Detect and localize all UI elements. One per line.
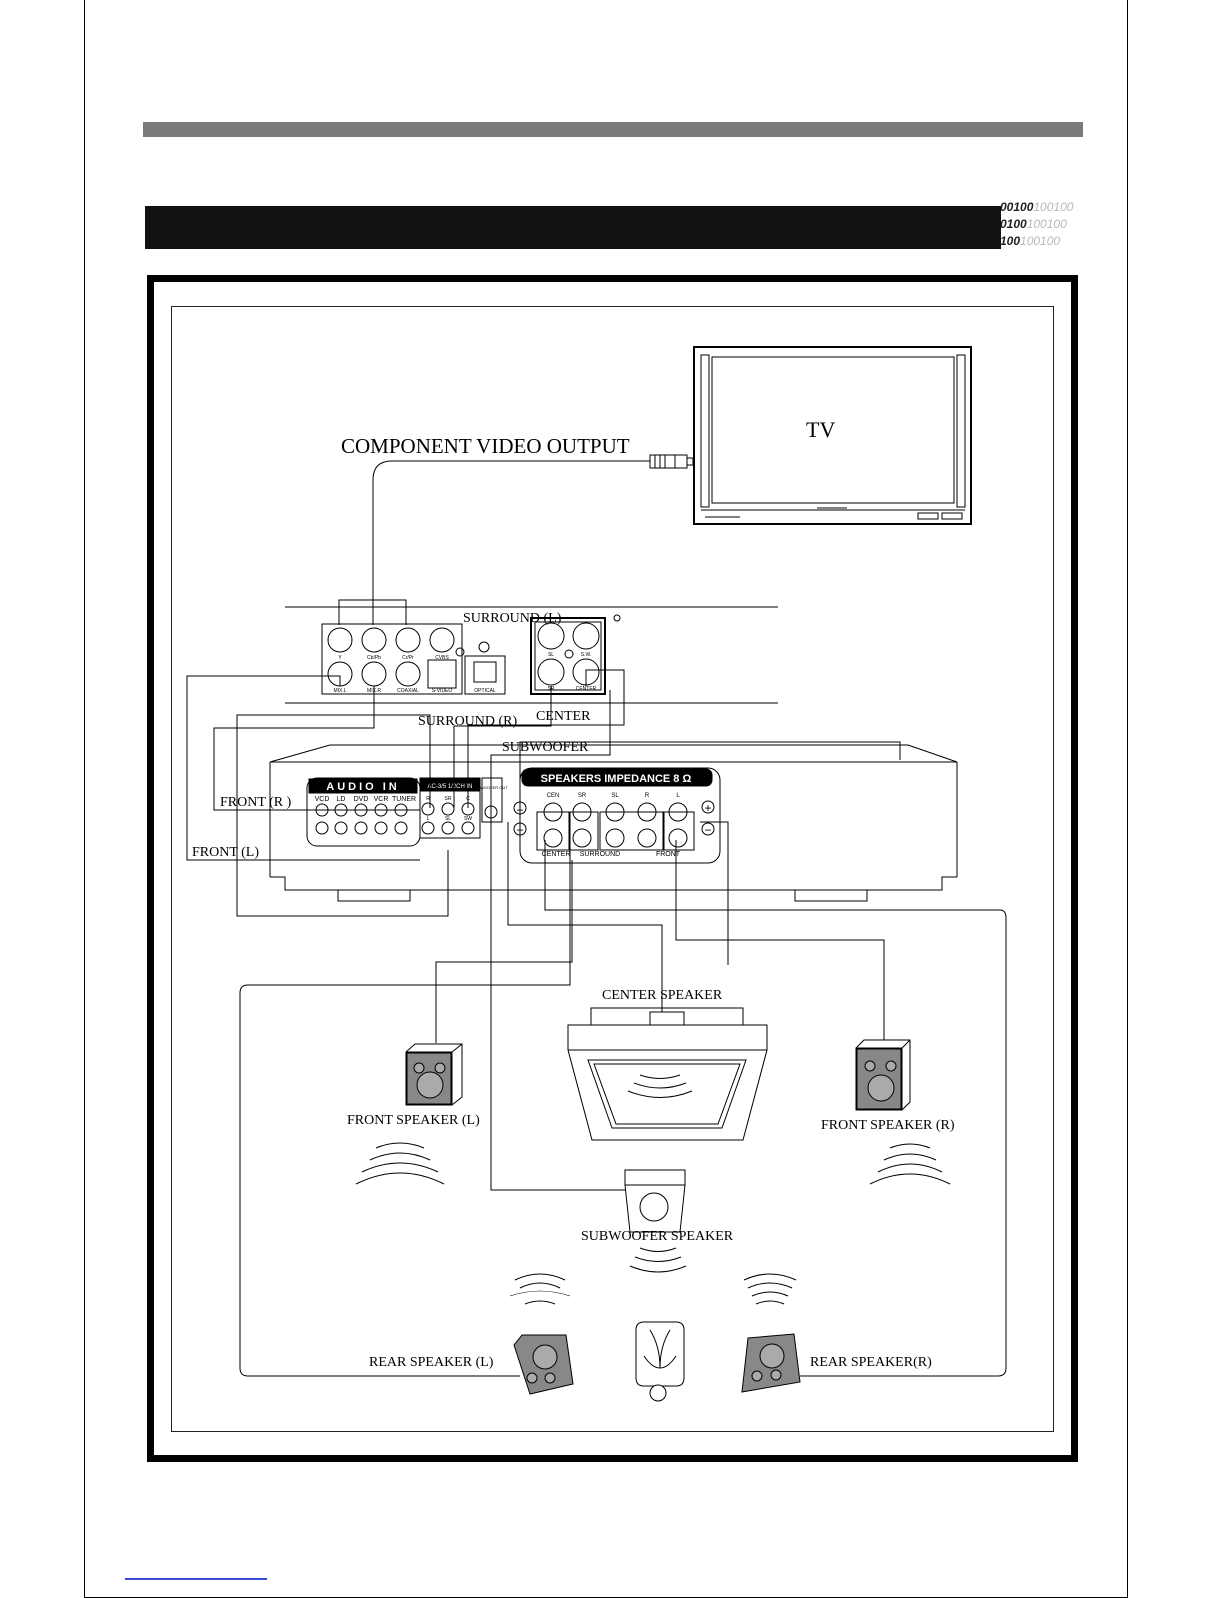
audio-in-panel: AUDIO IN VCD LD DVD VCR TUNER	[306, 777, 421, 847]
terminal-label: L	[676, 793, 680, 799]
ac3-label: SW	[464, 816, 472, 822]
terminal-group: SURROUND	[580, 851, 620, 858]
terminal-label: SL	[611, 793, 619, 799]
section-title-bar	[145, 206, 1001, 249]
terminal-label: CEN	[547, 793, 560, 799]
jack-label: SL	[548, 652, 554, 658]
bottom-link-underline	[125, 1578, 267, 1580]
speaker-terminals-panel: SPEAKERS IMPEDANCE 8 Ω + + − − CEN SR SL…	[513, 767, 721, 864]
audio-in-title: AUDIO IN	[326, 781, 400, 793]
ac3-label: R	[426, 796, 430, 802]
header-rule	[143, 122, 1083, 137]
subwoofer-label: SUBWOOFER	[502, 740, 589, 755]
audio-in-input: LD	[337, 796, 346, 803]
jack-label: Cb/Pb	[367, 655, 381, 661]
rear-speaker-l-label: REAR SPEAKER (L)	[369, 1355, 494, 1370]
terminal-group: FRONT	[656, 851, 681, 858]
center-label: CENTER	[536, 709, 591, 724]
ac3-label: L	[427, 816, 430, 822]
terminal-label: R	[645, 793, 650, 799]
front-r-label: FRONT (R )	[220, 795, 292, 810]
subwoofer-speaker-label: SUBWOOFER SPEAKER	[581, 1229, 734, 1244]
surround-l-label: SURROUND (L)	[463, 611, 562, 626]
center-speaker-label: CENTER SPEAKER	[602, 988, 723, 1003]
jack-label: CVBS	[435, 655, 449, 661]
plus-terminal-right: +	[704, 801, 711, 815]
cable-wires	[186, 669, 1007, 1377]
front-speaker-l-label: FRONT SPEAKER (L)	[347, 1113, 480, 1128]
binary-line: 0100100100	[1000, 217, 1067, 231]
binary-line: 00100100100	[1000, 200, 1074, 214]
jack-label: S-VIDEO	[432, 688, 453, 694]
player-rear-panel: Y Cb/Pb Cr/Pr CVBS MIX.L MIX.R COAXIAL S…	[285, 599, 778, 704]
rear-speaker-l-icon	[509, 1273, 574, 1395]
jack-label: Y	[338, 655, 342, 661]
ac3-input-panel: AC-3/5 1/2CH IN R SR C L SL SW S.WOOFER …	[419, 777, 508, 839]
front-speaker-r-label: FRONT SPEAKER (R)	[821, 1118, 955, 1133]
jack-label: CENTER	[576, 686, 597, 692]
diagram-frame	[147, 275, 1078, 1462]
audio-in-input: VCD	[315, 796, 330, 803]
minus-terminal-left: −	[516, 823, 523, 837]
jack-label: MIX.L	[333, 688, 346, 694]
receiver-body	[269, 744, 958, 902]
front-speaker-r-icon	[855, 1039, 951, 1185]
jack-label: Cr/Pr	[402, 655, 414, 661]
front-l-label: FRONT (L)	[192, 845, 260, 860]
binary-decoration: 00100100100 0100100100 100100100	[1000, 199, 1090, 250]
jack-label: COAXIAL	[397, 688, 419, 694]
front-speaker-l-icon	[355, 1043, 463, 1185]
diagram-inner-frame	[171, 306, 1054, 1432]
component-video-plug	[372, 454, 694, 625]
ac3-label: SL	[445, 816, 451, 822]
surround-r-label: SURROUND (R)	[418, 714, 518, 729]
speakers-title: SPEAKERS IMPEDANCE 8 Ω	[541, 773, 692, 785]
center-speaker-icon	[567, 1007, 768, 1141]
ac3-title: AC-3/5 1/2CH IN	[427, 784, 472, 790]
component-video-output-label: COMPONENT VIDEO OUTPUT	[341, 434, 630, 458]
rear-speaker-r-icon	[741, 1273, 801, 1393]
audio-in-input: DVD	[354, 796, 369, 803]
minus-terminal-right: −	[704, 823, 711, 837]
binary-line: 100100100	[1000, 234, 1061, 248]
terminal-group: CENTER	[542, 851, 571, 858]
terminal-label: SR	[578, 793, 587, 799]
audio-in-input: TUNER	[392, 796, 416, 803]
listener-icon	[635, 1321, 685, 1402]
rear-speaker-r-label: REAR SPEAKER(R)	[810, 1355, 932, 1370]
tv-label: TV	[806, 417, 836, 442]
subwoofer-speaker-icon	[624, 1169, 687, 1273]
jack-label: S.W.	[581, 652, 592, 658]
jack-label: OPTICAL	[474, 688, 496, 694]
ac3-label: SR	[445, 796, 452, 802]
audio-in-input: VCR	[374, 796, 389, 803]
tv-icon	[693, 346, 972, 525]
subwoofer-out-label: S.WOOFER OUT	[476, 785, 508, 790]
